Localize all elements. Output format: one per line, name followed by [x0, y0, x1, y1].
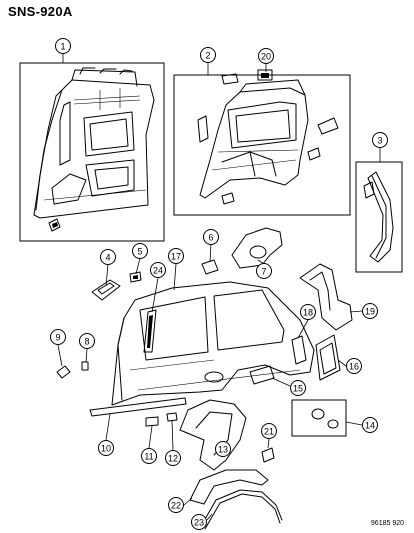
svg-text:19: 19 — [365, 307, 375, 317]
callout-24: 24 — [150, 262, 166, 278]
pillar-reinforcement — [363, 171, 394, 263]
callout-6: 6 — [203, 229, 219, 245]
bracket-6 — [201, 259, 219, 275]
svg-text:23: 23 — [194, 518, 204, 528]
extension-19 — [299, 263, 353, 331]
callout-4: 4 — [100, 249, 116, 265]
svg-text:15: 15 — [293, 384, 303, 394]
svg-text:24: 24 — [153, 266, 163, 276]
callout-21: 21 — [261, 423, 277, 439]
clip-9 — [56, 365, 71, 379]
latch-14 — [291, 399, 347, 437]
quarter-glass-seal — [143, 309, 157, 353]
callout-9: 9 — [50, 329, 66, 345]
diagram-code: 96185 920 — [370, 520, 404, 527]
callout-16: 16 — [346, 358, 362, 374]
main-quarter-panel — [111, 281, 315, 406]
svg-text:2: 2 — [205, 51, 210, 61]
svg-text:9: 9 — [55, 333, 60, 343]
callout-20: 20 — [258, 48, 274, 64]
inner-quarter-panel — [33, 67, 155, 232]
callout-15: 15 — [290, 380, 306, 396]
svg-text:21: 21 — [264, 427, 274, 437]
callout-19: 19 — [362, 303, 378, 319]
sill-clip-11 — [145, 416, 159, 427]
wheelhouse-outer-7 — [231, 227, 283, 269]
svg-text:12: 12 — [168, 454, 178, 464]
svg-text:11: 11 — [144, 452, 153, 462]
svg-text:1: 1 — [60, 42, 65, 52]
svg-text:5: 5 — [137, 247, 142, 257]
callout-2: 2 — [200, 47, 216, 63]
sill-clip-12 — [166, 412, 178, 422]
svg-text:7: 7 — [261, 267, 266, 277]
callout-7: 7 — [256, 263, 272, 279]
svg-text:8: 8 — [84, 337, 89, 347]
leader-lines — [57, 54, 381, 521]
callout-17: 17 — [168, 248, 184, 264]
callout-5: 5 — [132, 243, 148, 259]
inset-frame-3 — [355, 161, 403, 273]
clip-8 — [81, 361, 89, 371]
wheelhouse-inner-13 — [179, 399, 247, 471]
bracket-15 — [249, 365, 275, 385]
callout-10: 10 — [98, 440, 114, 456]
callout-12: 12 — [165, 450, 181, 466]
svg-text:3: 3 — [377, 136, 382, 146]
callout-13: 13 — [215, 441, 231, 457]
inset-frame-1 — [19, 62, 165, 242]
clip-21 — [261, 447, 275, 463]
callout-23: 23 — [191, 514, 207, 530]
callout-11: 11 — [141, 448, 157, 464]
svg-text:20: 20 — [261, 52, 271, 62]
callout-22: 22 — [168, 497, 184, 513]
svg-text:13: 13 — [218, 445, 228, 455]
splash-shield-22 — [189, 469, 269, 505]
svg-text:6: 6 — [208, 233, 213, 243]
clip-5 — [129, 271, 142, 283]
svg-text:16: 16 — [349, 362, 359, 372]
callout-18: 18 — [300, 304, 316, 320]
inset-frame-2 — [173, 69, 351, 216]
callout-3: 3 — [372, 132, 388, 148]
callout-14: 14 — [362, 417, 378, 433]
svg-text:22: 22 — [171, 501, 181, 511]
svg-text:17: 17 — [171, 252, 181, 262]
callout-1: 1 — [55, 38, 71, 54]
fuel-door-housing-16 — [315, 334, 341, 381]
diagram-title: SNS-920A — [8, 4, 73, 19]
weatherstrip-23 — [199, 489, 283, 530]
svg-text:18: 18 — [303, 308, 313, 318]
svg-text:14: 14 — [365, 421, 375, 431]
callout-8: 8 — [79, 333, 95, 349]
body-side-aperture — [197, 69, 339, 205]
svg-text:10: 10 — [101, 444, 111, 454]
bracket-18 — [291, 335, 307, 365]
sill-molding — [89, 397, 187, 417]
svg-text:4: 4 — [105, 253, 110, 263]
